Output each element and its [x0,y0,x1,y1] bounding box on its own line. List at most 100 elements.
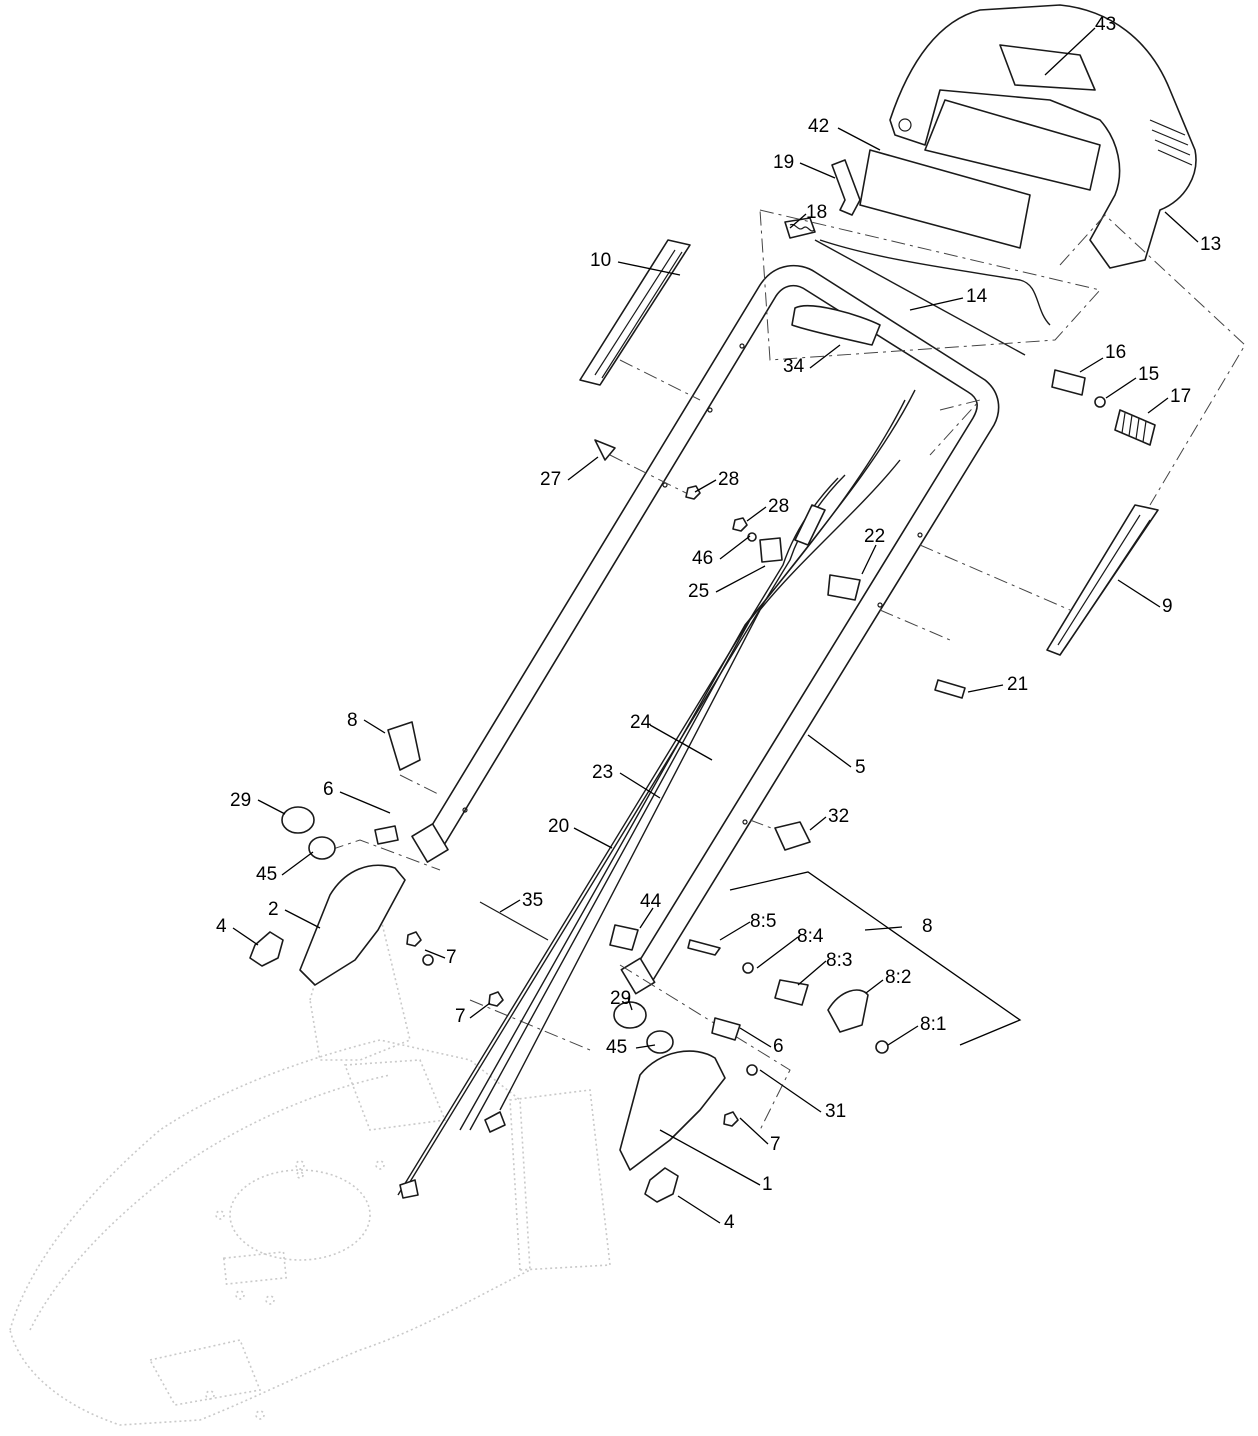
callout-4a: 4 [216,916,227,937]
hardware [479,304,1156,951]
callout-7a: 7 [446,947,457,968]
callout-45a: 45 [256,864,277,885]
leader-line-c7a [424,949,446,959]
callout-18: 18 [806,202,827,223]
callout-29a: 29 [230,790,251,811]
leader-line-c10 [617,261,681,276]
callout-10: 10 [590,250,611,271]
callout-labels: 43 42 19 18 13 10 14 16 15 17 34 27 28 2… [216,14,1221,1233]
leader-line-c13 [1164,211,1199,243]
callout-24: 24 [630,712,652,733]
callout-29b: 29 [610,988,631,1009]
leader-line-c7b [469,1002,491,1019]
leader-line-c8_5 [719,921,751,941]
leader-line-c22 [861,544,877,575]
callout-22: 22 [864,526,885,547]
callout-32: 32 [828,806,849,827]
leader-line-c43 [1044,27,1096,76]
callout-19: 19 [773,152,794,173]
leader-line-c9 [1117,579,1161,608]
side-rails [579,239,1159,656]
callout-7b: 7 [455,1006,466,1027]
leader-line-c8_3 [797,960,827,986]
leader-line-c8_1 [887,1025,919,1046]
callout-45b: 45 [606,1037,627,1058]
callout-6a: 6 [323,779,334,800]
callout-27: 27 [540,469,561,490]
leader-line-c27 [567,456,599,481]
handle-grip-assembly [859,4,1197,269]
leader-line-c15 [1105,377,1137,399]
leader-line-c6b [739,1027,772,1048]
leader-line-c28a [694,479,717,493]
callout-6b: 6 [773,1036,784,1057]
leader-line-c23 [619,772,661,799]
leader-line-c25 [715,565,766,593]
callout-8-1: 8:1 [920,1014,946,1035]
callout-43: 43 [1095,14,1116,35]
leader-line-c20 [573,827,613,849]
leader-line-c16 [1079,357,1104,373]
leader-line-c8a [363,719,386,734]
mower-deck [9,913,611,1426]
phantom-lines [329,209,1246,1131]
callout-7c: 7 [770,1134,781,1155]
callout-42: 42 [808,116,829,137]
callout-25: 25 [688,581,709,602]
callout-2: 2 [268,899,279,920]
callout-34: 34 [783,356,805,377]
leader-line-c1 [659,1129,761,1186]
leader-line-c8b [864,926,903,931]
leader-line-c42 [837,127,881,151]
leader-line-c18 [789,213,807,229]
callout-17: 17 [1170,386,1191,407]
leader-line-c45b [635,1044,656,1049]
callout-14: 14 [966,286,988,307]
callout-15: 15 [1138,364,1159,385]
callout-21: 21 [1007,674,1028,695]
callout-35: 35 [522,890,543,911]
leader-line-c6a [339,791,391,814]
leader-line-c24 [649,724,713,761]
left-height-adjuster [249,721,434,986]
callout-13: 13 [1200,234,1221,255]
leader-line-c46 [719,535,751,560]
callout-16: 16 [1105,342,1126,363]
bail-and-cable [784,159,1051,356]
leader-lines [232,27,1199,1224]
leader-line-c17 [1147,397,1169,414]
callout-28a: 28 [718,469,739,490]
leader-line-c34 [809,344,841,369]
leader-line-c8_4 [756,936,799,969]
leader-line-c31 [759,1069,822,1113]
leader-line-c21 [967,684,1004,693]
callout-1: 1 [762,1174,773,1195]
callout-8-2: 8:2 [885,967,911,988]
leader-line-c7c [739,1117,769,1145]
leader-line-c45a [281,851,314,876]
callout-8b: 8 [922,916,933,937]
callout-8-4: 8:4 [797,926,824,947]
cables [397,389,916,1199]
leader-line-c5 [807,734,852,768]
callout-46: 46 [692,548,713,569]
leader-line-c29a [257,799,286,815]
callout-28b: 28 [768,496,789,517]
leader-line-c32 [809,816,827,831]
right-height-adjuster [488,939,889,1203]
leader-line-c2 [284,909,321,929]
callout-8-3: 8:3 [826,950,852,971]
callout-8a: 8 [347,710,358,731]
leader-line-c44 [639,907,654,929]
callout-9: 9 [1162,596,1173,617]
leader-line-c35 [499,899,521,913]
callout-20: 20 [548,816,569,837]
callout-4b: 4 [724,1212,735,1233]
callout-5: 5 [855,757,866,778]
callout-44: 44 [640,891,662,912]
leader-line-c19 [799,162,836,179]
leader-line-c29b [627,997,633,1011]
leader-line-c4a [232,927,259,946]
callout-23: 23 [592,762,613,783]
